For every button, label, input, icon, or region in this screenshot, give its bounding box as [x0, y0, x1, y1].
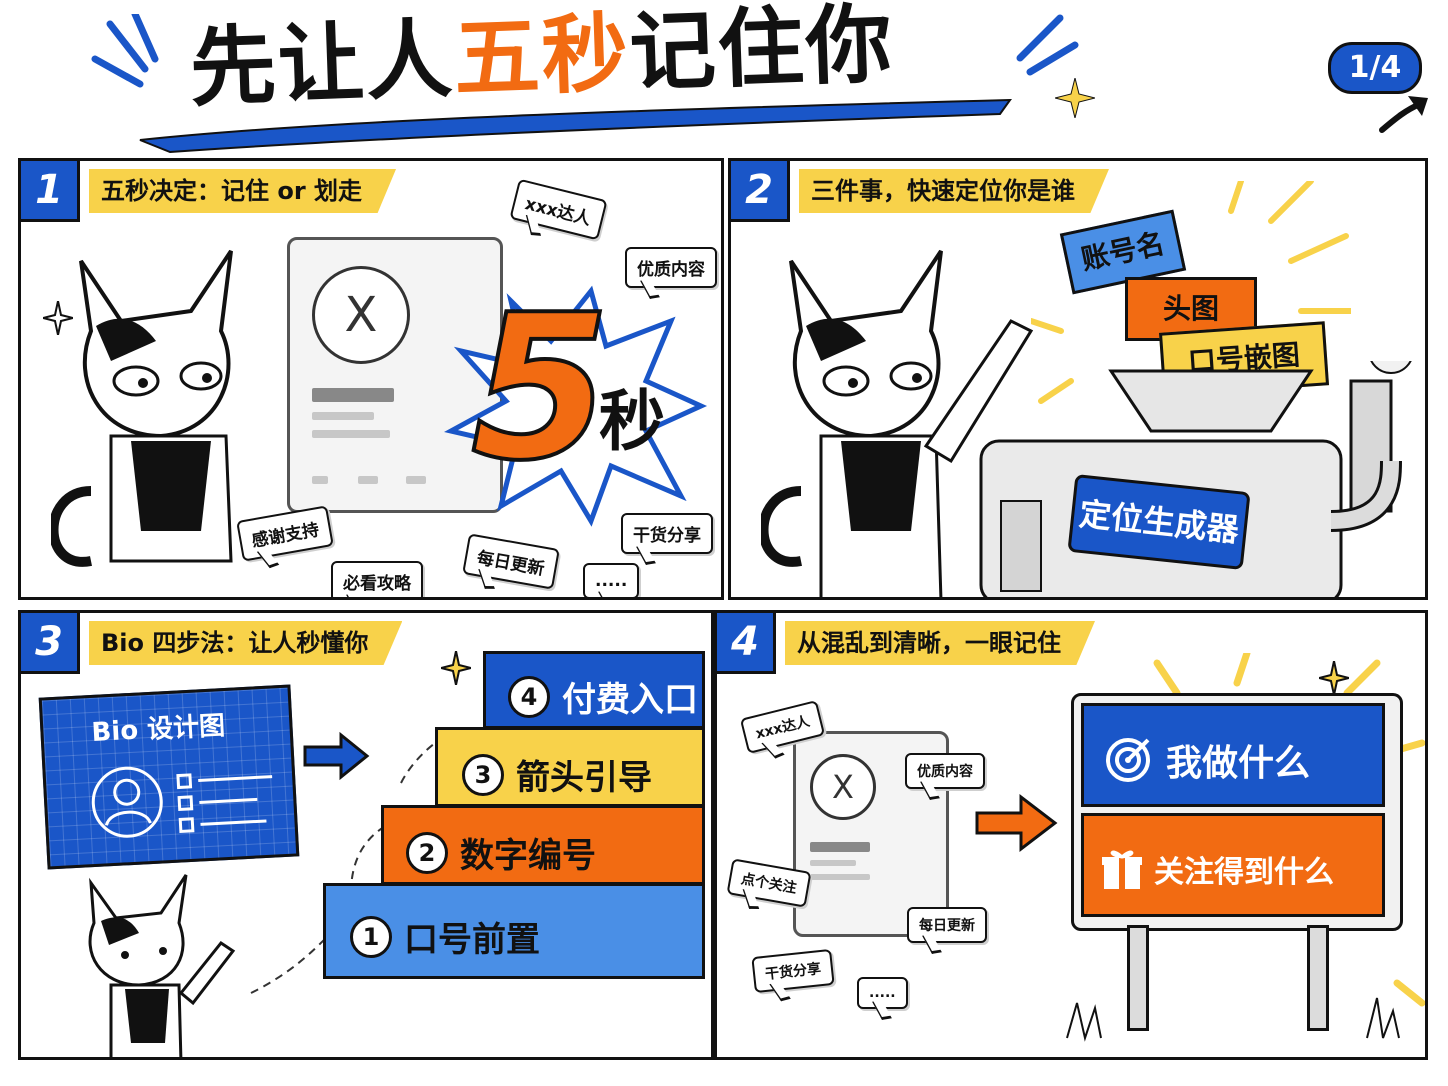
page-indicator-badge: 1/4	[1328, 42, 1422, 94]
step-number: 3	[462, 753, 504, 796]
name-bar	[810, 842, 870, 852]
title-underline-swoosh	[139, 98, 1012, 154]
radiating-lines	[1031, 181, 1351, 404]
sparkle-icon	[1055, 78, 1095, 118]
tag-bubble: 干货分享	[621, 513, 713, 554]
explosion-burst	[444, 285, 708, 527]
sparkle-icon	[43, 301, 73, 335]
panel-caption: 五秒决定：记住 or 划走	[89, 169, 397, 213]
target-icon	[1106, 738, 1150, 782]
step-4-paid-entry: 4 付费入口	[483, 651, 705, 729]
text-bar	[312, 430, 390, 438]
panel-caption: Bio 四步法：让人秒懂你	[89, 621, 403, 665]
sparkle-icon	[441, 651, 471, 685]
profile-avatar: X	[810, 754, 876, 820]
sign-what-i-do: 我做什么	[1081, 703, 1385, 807]
next-arrow-icon[interactable]	[1376, 92, 1436, 136]
tag-bubble: 每日更新	[462, 533, 560, 590]
dot-bar	[312, 476, 328, 484]
panel-number: 3	[21, 613, 80, 674]
tag-bubble: 优质内容	[625, 247, 717, 288]
step-label: 付费入口	[562, 680, 698, 720]
panel-number: 2	[731, 161, 790, 222]
text-bar	[810, 874, 870, 880]
blueprint-title: Bio 设计图	[90, 711, 226, 748]
panel-caption: 从混乱到清晰，一眼记住	[785, 621, 1095, 665]
sign-what-you-get: 关注得到什么	[1081, 813, 1385, 917]
grass-tufts	[1066, 997, 1400, 1042]
step-2-number-list: 2 数字编号	[381, 805, 705, 885]
panel-caption: 三件事，快速定位你是谁	[799, 169, 1109, 213]
tag-bubble: 干货分享	[751, 948, 835, 994]
page-title: 先让人五秒记住你	[188, 0, 896, 119]
tag-bubble: 必看攻略	[331, 561, 423, 597]
profile-avatar: X	[312, 266, 410, 364]
step-label: 口号前置	[404, 920, 540, 960]
seconds-unit: 秒	[599, 383, 665, 460]
step-label: 数字编号	[460, 836, 596, 876]
text-bar	[810, 860, 856, 866]
sign-post	[1307, 925, 1329, 1031]
sign-top-label: 我做什么	[1166, 743, 1311, 784]
bio-blueprint: Bio 设计图	[38, 684, 300, 870]
cat-character-illustration	[761, 249, 1034, 597]
step-number: 1	[350, 915, 392, 958]
checklist-icon	[176, 773, 273, 834]
tag-bubble: .....	[583, 563, 640, 597]
cat-character-illustration	[88, 874, 236, 1057]
profile-card: X	[287, 237, 503, 513]
dot-bar	[406, 476, 426, 484]
tag-bubble: .....	[857, 977, 908, 1009]
step-number: 4	[508, 675, 550, 718]
name-bar	[312, 388, 394, 402]
sign-post	[1127, 925, 1149, 1031]
step-1-slogan-first: 1 口号前置	[323, 883, 705, 979]
tag-bubble: xxx达人	[509, 178, 608, 241]
panel-number: 1	[21, 161, 80, 222]
arrow-right-icon	[303, 731, 370, 781]
panel-3: 3 Bio 四步法：让人秒懂你 Bio 设计图	[18, 610, 714, 1060]
step-3-arrow-guide: 3 箭头引导	[435, 727, 705, 807]
panel-4: 4 从混乱到清晰，一眼记住 X xxx达人 优质内容 点个关注 每日更新 干货分…	[714, 610, 1428, 1060]
step-label: 箭头引导	[516, 758, 652, 798]
panel-2: 2 三件事，快速定位你是谁 账号名 头图 口号嵌图 定位生成器	[728, 158, 1428, 600]
tag-bubble: 每日更新	[907, 907, 987, 943]
arrow-right-icon	[975, 793, 1058, 853]
panel-number: 4	[717, 613, 776, 674]
five-seconds-number: 5	[469, 272, 612, 505]
panel-1: 1 五秒决定：记住 or 划走 X 5 秒 xxx达人 优质内容 感谢支持 必看…	[18, 158, 724, 600]
gift-icon	[1102, 850, 1142, 889]
sparkle-icon	[1319, 661, 1349, 695]
step-number: 2	[406, 831, 448, 874]
burst-lines-left	[91, 14, 159, 88]
burst-lines-right	[1016, 14, 1079, 76]
user-avatar-icon	[91, 766, 163, 838]
sign-bottom-label: 关注得到什么	[1154, 855, 1334, 890]
cat-character-illustration	[51, 249, 233, 567]
dot-bar	[358, 476, 378, 484]
text-bar	[312, 412, 374, 420]
tag-bubble: 优质内容	[905, 753, 985, 789]
